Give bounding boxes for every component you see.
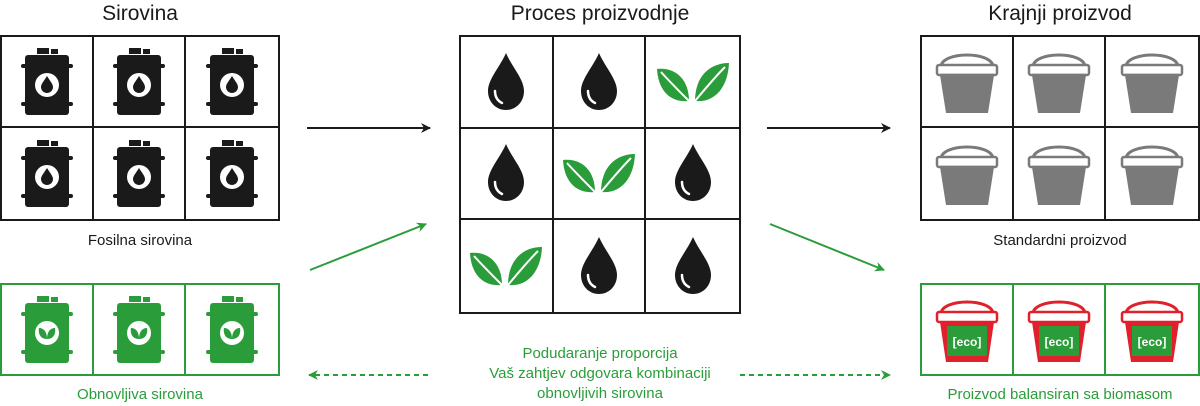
process-cell	[461, 37, 554, 129]
process-cell	[461, 220, 554, 312]
eco-bucket-icon: [eco]	[935, 300, 999, 362]
standard-bucket-cell	[922, 37, 1014, 128]
renewable-barrel-cell	[94, 285, 186, 374]
fossil-barrel-cell	[2, 128, 94, 219]
fossil-barrel-grid	[0, 35, 280, 221]
title-production-process: Proces proizvodnje	[510, 2, 690, 25]
standard-bucket-cell	[1014, 128, 1106, 219]
drop-icon	[580, 237, 617, 295]
title-raw-material: Sirovina	[102, 2, 178, 25]
process-cell	[646, 37, 739, 129]
process-cell	[461, 128, 554, 221]
eco-bucket-icon: [eco]	[1027, 300, 1091, 362]
leaf-icon	[562, 154, 635, 194]
standard-bucket-cell	[1014, 37, 1106, 128]
eco-label: [eco]	[1138, 335, 1167, 349]
standard-bucket-cell	[922, 128, 1014, 219]
renewable-barrel-cell	[2, 285, 94, 374]
fossil-barrel-cell	[186, 37, 278, 128]
eco-label: [eco]	[953, 335, 982, 349]
note-line-1: Podudaranje proporcija	[522, 345, 678, 362]
drop-icon	[674, 144, 711, 202]
fossil-barrel-cell	[94, 128, 186, 219]
eco-bucket-grid: [eco] [eco] [eco]	[920, 283, 1200, 376]
standard-bucket-cell	[1106, 37, 1198, 128]
note-line-2: Vaš zahtjev odgovara kombinaciji	[489, 365, 711, 382]
caption-renewable: Obnovljiva sirovina	[77, 386, 203, 403]
drop-icon	[580, 52, 617, 110]
process-cell	[646, 220, 739, 312]
process-grid	[459, 35, 741, 314]
process-cell	[553, 128, 647, 221]
caption-balanced: Proizvod balansiran sa biomasom	[947, 386, 1173, 403]
standard-bucket-grid	[920, 35, 1200, 221]
proportion-matching-note: Podudaranje proporcija Vaš zahtjev odgov…	[430, 344, 770, 404]
eco-bucket-cell: [eco]	[1106, 285, 1198, 374]
drop-icon	[488, 52, 525, 110]
process-cell	[553, 37, 647, 129]
process-cell	[646, 129, 739, 221]
process-cell	[554, 220, 647, 312]
leaf-icon	[656, 62, 729, 102]
title-end-product: Krajnji proizvod	[988, 2, 1132, 25]
arrow-renewable-to-process	[309, 222, 427, 271]
renewable-barrel-grid	[0, 283, 280, 376]
caption-standard: Standardni proizvod	[993, 232, 1127, 249]
drop-icon	[488, 144, 525, 202]
arrow-process-to-eco	[769, 223, 885, 272]
leaf-icon	[470, 247, 543, 286]
fossil-barrel-cell	[2, 37, 94, 128]
eco-bucket-cell: [eco]	[1014, 285, 1106, 374]
drop-icon	[674, 237, 711, 295]
caption-fossil: Fosilna sirovina	[87, 232, 193, 249]
note-line-3: obnovljivih sirovina	[537, 385, 663, 402]
eco-label: [eco]	[1045, 335, 1074, 349]
eco-bucket-cell: [eco]	[922, 285, 1014, 374]
eco-bucket-icon: [eco]	[1120, 300, 1184, 362]
fossil-barrel-cell	[94, 37, 186, 128]
